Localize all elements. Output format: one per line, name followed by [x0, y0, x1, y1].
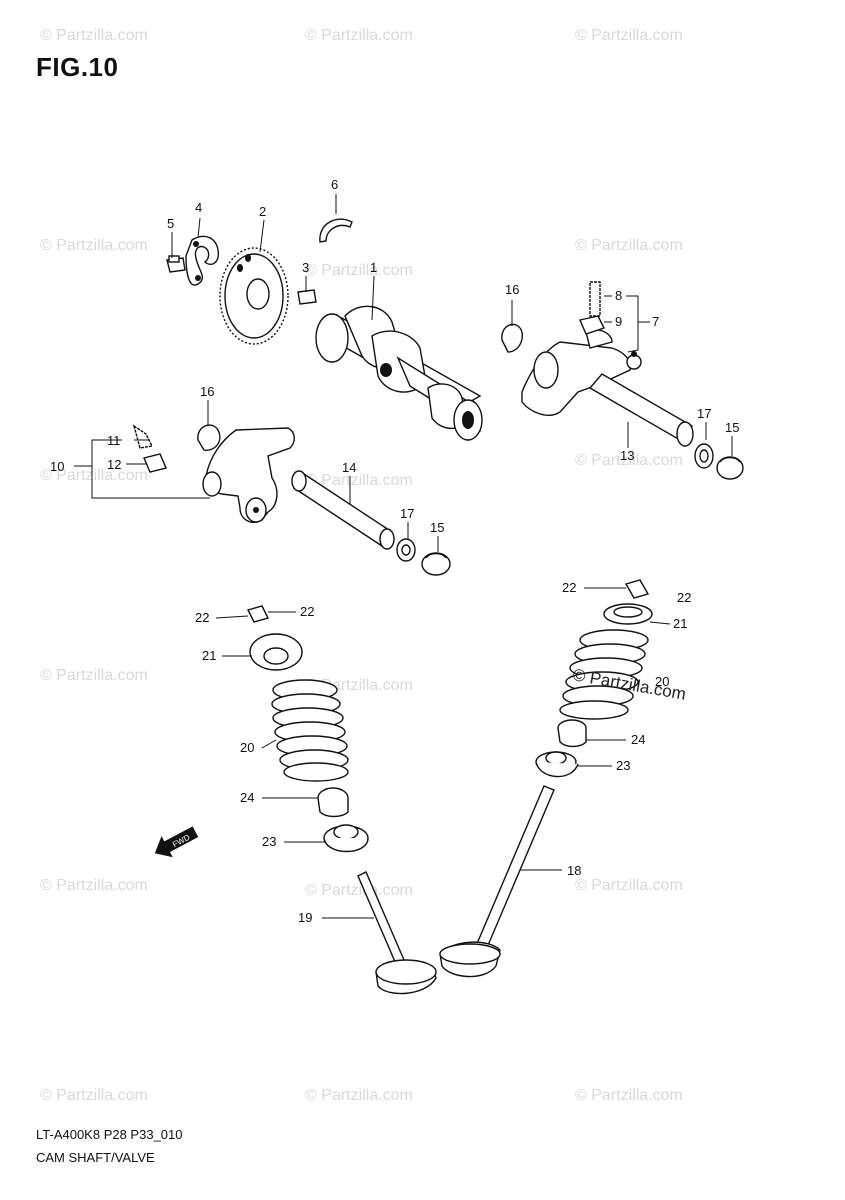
part-17-washer-left: [396, 538, 416, 562]
callout-23: 23: [262, 834, 276, 849]
watermark: © Partzilla.com: [575, 452, 683, 469]
part-15-cap-left: [421, 552, 451, 576]
callout-17: 17: [697, 406, 711, 421]
watermark: © Partzilla.com: [305, 882, 413, 899]
leader-lines: [74, 194, 733, 919]
part-9-nut: [579, 315, 605, 335]
watermark: © Partzilla.com: [305, 1087, 413, 1104]
part-2-cam-sprocket: [219, 247, 289, 345]
callout-24: 24: [240, 790, 254, 805]
part-22-cotter-left: [246, 605, 270, 623]
callout-20: 20: [655, 674, 669, 689]
watermark: © Partzilla.com: [40, 467, 148, 484]
callout-7: 7: [652, 314, 659, 329]
part-6-clip: [319, 218, 353, 243]
watermark: © Partzilla.com: [575, 27, 683, 44]
part-17-washer-right: [694, 443, 714, 469]
part-21-retainer-left: [249, 633, 303, 671]
callout-19: 19: [298, 910, 312, 925]
part-15-cap-right: [716, 456, 744, 480]
callout-5: 5: [167, 216, 174, 231]
part-18-exhaust-valve: [439, 785, 555, 978]
watermark: © Partzilla.com: [305, 27, 413, 44]
watermark: © Partzilla.com: [305, 262, 413, 279]
watermark: © Partzilla.com: [305, 472, 413, 489]
part-21-retainer-right: [603, 603, 653, 625]
callout-9: 9: [615, 314, 622, 329]
part-13-rocker-shaft-right: [588, 373, 694, 447]
callout-21: 21: [673, 616, 687, 631]
part-20-valve-spring-right: [559, 629, 649, 720]
part-16-o-ring-left: [197, 424, 221, 451]
watermark: © Partzilla.com: [40, 667, 148, 684]
part-7-rocker-arm-right: [521, 329, 642, 416]
watermark: © Partzilla.com: [575, 237, 683, 254]
callout-10: 10: [50, 459, 64, 474]
callout-21: 21: [202, 648, 216, 663]
callout-20: 20: [240, 740, 254, 755]
part-5-bolt: [166, 255, 186, 273]
callout-2: 2: [259, 204, 266, 219]
figure-title: FIG.10: [36, 52, 119, 82]
watermark: © Partzilla.com: [575, 1087, 683, 1104]
part-19-intake-valve: [357, 871, 437, 995]
watermark: © Partzilla.com: [575, 877, 683, 894]
watermark-grid: © Partzilla.com © Partzilla.com © Partzi…: [40, 27, 683, 1104]
callout-24: 24: [631, 732, 645, 747]
callout-17: 17: [400, 506, 414, 521]
callout-16: 16: [200, 384, 214, 399]
callout-6: 6: [331, 177, 338, 192]
callout-22: 22: [300, 604, 314, 619]
part-8-adjust-screw: [589, 281, 601, 317]
part-4-lock-plate: [185, 235, 220, 286]
part-11-adjust-screw: [132, 424, 154, 449]
figure-code: LT-A400K8 P28 P33_010: [36, 1127, 183, 1142]
callout-4: 4: [195, 200, 202, 215]
part-10-rocker-arm-left: [202, 427, 295, 524]
callout-11: 11: [107, 433, 121, 448]
part-16-o-ring-right: [501, 323, 524, 353]
part-14-rocker-shaft-left: [291, 470, 395, 550]
callout-labels: 6 2 4 5 3 1 8 9 7 16 13 17 15 10 11 12 1…: [50, 177, 739, 925]
part-24-valve-seal-left: [317, 787, 349, 818]
part-23-spring-seat-right: [535, 751, 579, 778]
watermark: © Partzilla.com: [40, 1087, 148, 1104]
callout-15: 15: [725, 420, 739, 435]
callout-22: 22: [195, 610, 209, 625]
callout-14: 14: [342, 460, 356, 475]
callout-23: 23: [616, 758, 630, 773]
callout-22: 22: [677, 590, 691, 605]
part-24-valve-seal-right: [557, 719, 587, 748]
part-12-nut: [143, 453, 167, 473]
part-1-camshaft: [315, 305, 483, 441]
part-23-spring-seat-left: [323, 824, 369, 853]
part-22-cotter-right: [624, 579, 650, 599]
part-20-valve-spring-left: [271, 679, 349, 782]
part-3-pin: [297, 289, 317, 305]
callout-22: 22: [562, 580, 576, 595]
callout-8: 8: [615, 288, 622, 303]
callout-13: 13: [620, 448, 634, 463]
figure-caption: CAM SHAFT/VALVE: [36, 1150, 155, 1165]
callout-18: 18: [567, 863, 581, 878]
watermark: © Partzilla.com: [40, 877, 148, 894]
watermark: © Partzilla.com: [40, 27, 148, 44]
callout-3: 3: [302, 260, 309, 275]
watermark: © Partzilla.com: [40, 237, 148, 254]
callout-1: 1: [370, 260, 377, 275]
fwd-arrow-icon: FWD: [154, 826, 199, 858]
callout-15: 15: [430, 520, 444, 535]
callout-16: 16: [505, 282, 519, 297]
callout-12: 12: [107, 457, 121, 472]
